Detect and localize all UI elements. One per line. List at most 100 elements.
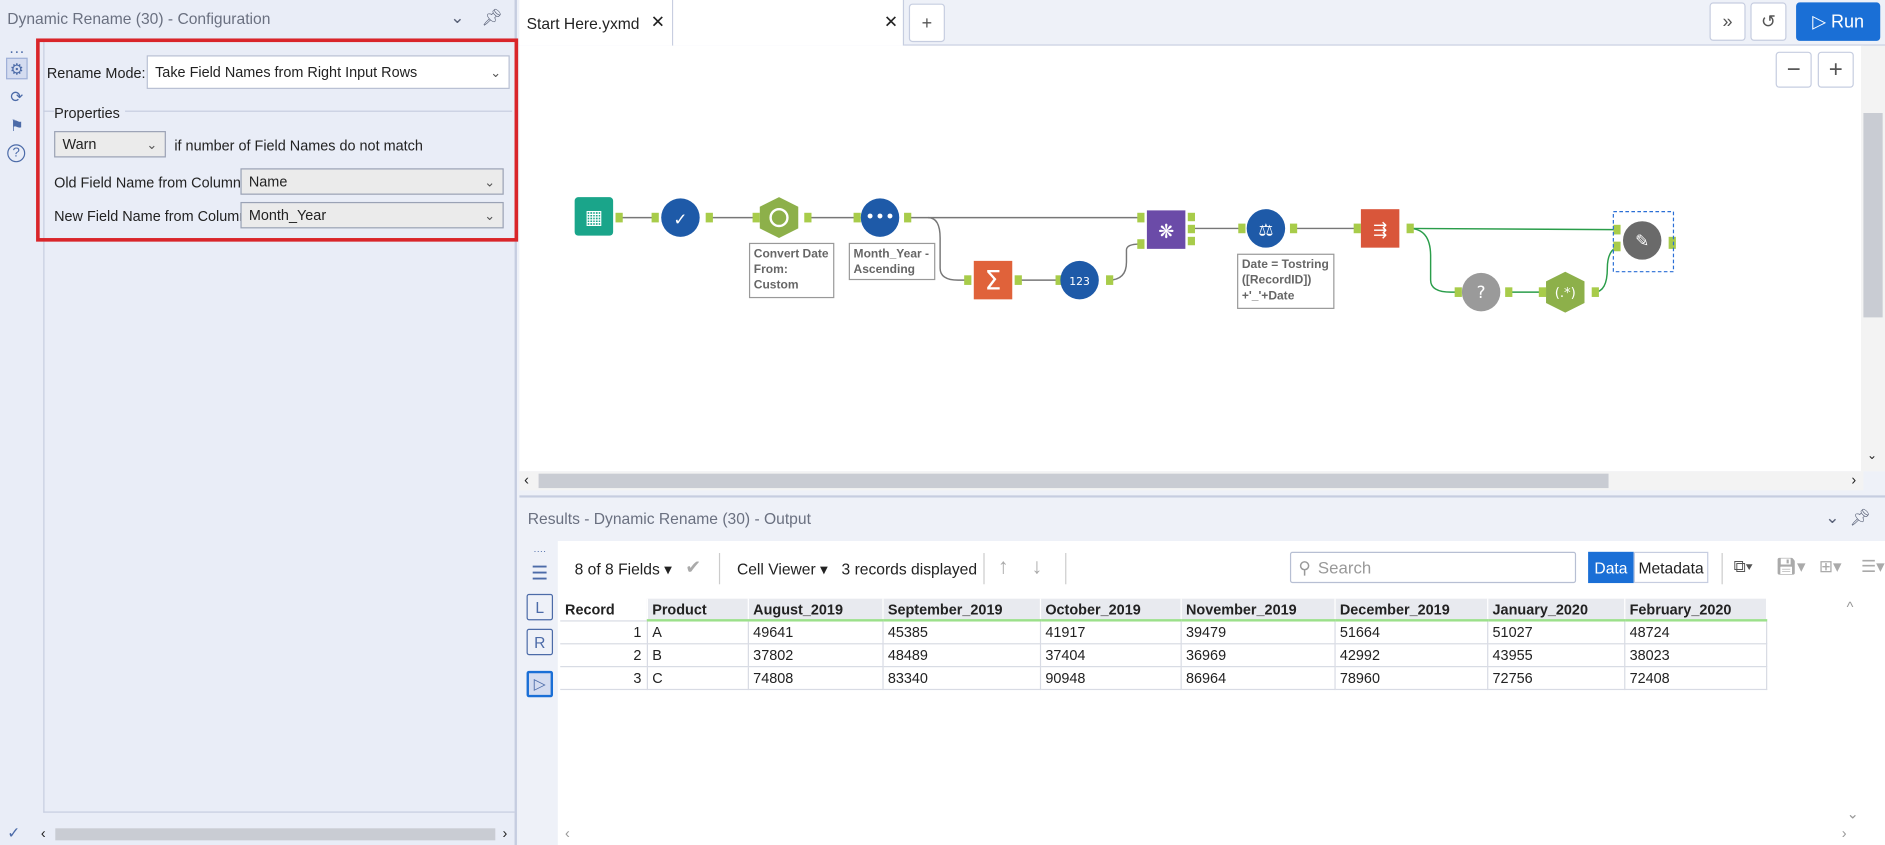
config-horizontal-scrollbar[interactable]: ‹ › bbox=[41, 825, 512, 844]
table-cell[interactable]: 41917 bbox=[1039, 619, 1182, 644]
checkmark-icon[interactable]: ✔ bbox=[685, 557, 702, 579]
right-input-icon[interactable]: R bbox=[526, 628, 554, 656]
scroll-right-icon[interactable]: › bbox=[502, 824, 508, 842]
search-input[interactable]: ⚲ Search bbox=[1289, 551, 1577, 584]
check-circle-icon[interactable]: ✓ bbox=[7, 823, 21, 842]
connection-icon[interactable]: ⟳ bbox=[10, 87, 24, 106]
table-cell[interactable]: C bbox=[646, 665, 749, 690]
table-cell[interactable]: 86964 bbox=[1179, 665, 1336, 690]
arrow-down-icon[interactable]: ↓ bbox=[1031, 554, 1043, 579]
properties-heading: Properties bbox=[54, 104, 125, 122]
canvas-horizontal-scrollbar[interactable]: ‹ › bbox=[519, 471, 1864, 491]
table-cell[interactable]: 90948 bbox=[1039, 665, 1182, 690]
scroll-left-icon[interactable]: ‹ bbox=[524, 471, 529, 489]
menu-icon[interactable]: ☰▾ bbox=[1861, 556, 1885, 576]
table-cell[interactable]: 72756 bbox=[1486, 665, 1625, 690]
table-cell[interactable]: 48724 bbox=[1623, 619, 1767, 644]
column-header[interactable]: January_2020 bbox=[1487, 598, 1625, 622]
config-title: Dynamic Rename (30) - Configuration bbox=[7, 9, 271, 28]
scroll-down-icon[interactable]: ⌄ bbox=[1846, 805, 1859, 823]
canvas-vertical-scrollbar[interactable]: ⌄ bbox=[1861, 45, 1885, 472]
table-cell[interactable]: B bbox=[646, 642, 749, 667]
scroll-right-icon[interactable]: › bbox=[1851, 471, 1857, 489]
column-header[interactable]: September_2019 bbox=[882, 598, 1041, 622]
table-cell[interactable]: 43955 bbox=[1486, 642, 1625, 667]
zoom-out-button[interactable]: − bbox=[1775, 51, 1812, 88]
new-tab-button[interactable]: + bbox=[908, 3, 945, 43]
column-header[interactable]: February_2020 bbox=[1624, 598, 1767, 622]
scroll-down-icon[interactable]: ⌄ bbox=[1867, 449, 1878, 463]
table-cell[interactable]: 78960 bbox=[1333, 665, 1488, 690]
svg-text:▦: ▦ bbox=[585, 206, 603, 229]
table-cell[interactable]: 49641 bbox=[747, 619, 884, 644]
svg-text:❋: ❋ bbox=[1158, 220, 1174, 243]
tab-blank[interactable]: ✕ bbox=[673, 0, 905, 46]
table-view-icon[interactable]: ☰ bbox=[531, 563, 549, 585]
scroll-left-icon[interactable]: ‹ bbox=[40, 824, 46, 842]
save-icon[interactable]: 💾︎▾ bbox=[1775, 556, 1806, 576]
new-field-select[interactable]: Month_Year ⌄ bbox=[240, 201, 504, 229]
table-cell[interactable]: 37404 bbox=[1039, 642, 1182, 667]
pin-icon[interactable]: 📌︎ bbox=[481, 7, 503, 27]
scroll-up-icon[interactable]: ^ bbox=[1846, 598, 1854, 616]
pin-icon[interactable]: 📌︎ bbox=[1849, 507, 1871, 527]
table-cell[interactable]: 45385 bbox=[881, 619, 1041, 644]
tag-icon[interactable]: ⚑ bbox=[9, 116, 24, 135]
table-cell[interactable]: 37802 bbox=[747, 642, 884, 667]
expand-icon[interactable]: » bbox=[1709, 2, 1746, 41]
scroll-right-icon[interactable]: › bbox=[1841, 824, 1847, 842]
column-header[interactable]: Product bbox=[646, 598, 749, 622]
help-icon[interactable]: ? bbox=[7, 144, 26, 163]
gear-icon[interactable]: ⚙ bbox=[6, 57, 28, 80]
table-cell[interactable]: 42992 bbox=[1333, 642, 1488, 667]
table-cell[interactable]: 51027 bbox=[1486, 619, 1625, 644]
svg-text:?: ? bbox=[1477, 282, 1486, 302]
workflow-graph: ▦ ✓ ••• Σ 123 ❋ ⚖ ⇶ ? (.*) ✎ bbox=[574, 197, 1676, 313]
table-cell[interactable]: 48489 bbox=[881, 642, 1041, 667]
formula-note: Date = Tostring ([RecordID]) +'_'+Date bbox=[1237, 253, 1335, 309]
table-cell[interactable]: 83340 bbox=[881, 665, 1041, 690]
record-number-cell[interactable]: 1 bbox=[560, 619, 648, 644]
left-input-icon[interactable]: L bbox=[526, 593, 554, 621]
table-cell[interactable]: 74808 bbox=[747, 665, 884, 690]
rename-mode-select[interactable]: Take Field Names from Right Input Rows ⌄ bbox=[146, 55, 510, 89]
data-view-button[interactable]: Data bbox=[1588, 551, 1634, 584]
record-number-cell[interactable]: 2 bbox=[560, 642, 648, 667]
warn-select[interactable]: Warn ⌄ bbox=[54, 131, 166, 158]
history-icon[interactable]: ↺ bbox=[1750, 2, 1787, 41]
column-header[interactable]: November_2019 bbox=[1180, 598, 1336, 622]
tab-start-here[interactable]: Start Here.yxmd ✕ bbox=[519, 0, 674, 46]
chevron-down-icon[interactable]: ⌄ bbox=[1825, 507, 1840, 527]
copy-icon[interactable]: ⧉▾ bbox=[1733, 556, 1753, 576]
arrow-up-icon[interactable]: ↑ bbox=[997, 554, 1009, 579]
old-field-select[interactable]: Name ⌄ bbox=[240, 168, 504, 195]
formula-tool-icon bbox=[1246, 209, 1286, 248]
chevron-down-icon[interactable]: ⌄ bbox=[450, 7, 465, 27]
column-header-record[interactable]: Record bbox=[560, 598, 648, 621]
table-cell[interactable]: 38023 bbox=[1623, 642, 1767, 667]
metadata-view-button[interactable]: Metadata bbox=[1633, 551, 1709, 584]
run-button[interactable]: ▷ Run bbox=[1796, 2, 1881, 41]
table-cell[interactable]: 39479 bbox=[1179, 619, 1336, 644]
close-icon[interactable]: ✕ bbox=[650, 12, 665, 32]
results-title: Results - Dynamic Rename (30) - Output bbox=[527, 509, 811, 528]
close-icon[interactable]: ✕ bbox=[883, 12, 899, 32]
column-header[interactable]: August_2019 bbox=[747, 598, 884, 622]
cell-viewer-dropdown[interactable]: Cell Viewer ▾ bbox=[736, 560, 828, 579]
table-cell[interactable]: 36969 bbox=[1179, 642, 1336, 667]
column-header[interactable]: December_2019 bbox=[1334, 598, 1488, 622]
table-cell[interactable]: A bbox=[646, 619, 749, 644]
scroll-left-icon[interactable]: ‹ bbox=[565, 824, 570, 842]
add-table-icon[interactable]: ⊞▾ bbox=[1818, 556, 1842, 576]
output-anchor-icon[interactable]: ▷ bbox=[526, 670, 554, 698]
fields-dropdown[interactable]: 8 of 8 Fields ▾ bbox=[574, 560, 672, 579]
table-cell[interactable]: 51664 bbox=[1333, 619, 1488, 644]
workflow-canvas[interactable]: − + bbox=[519, 45, 1864, 472]
column-header[interactable]: October_2019 bbox=[1039, 598, 1182, 622]
record-number-cell[interactable]: 3 bbox=[560, 665, 648, 690]
table-cell[interactable]: 72408 bbox=[1623, 665, 1767, 690]
zoom-in-button[interactable]: + bbox=[1817, 51, 1854, 88]
